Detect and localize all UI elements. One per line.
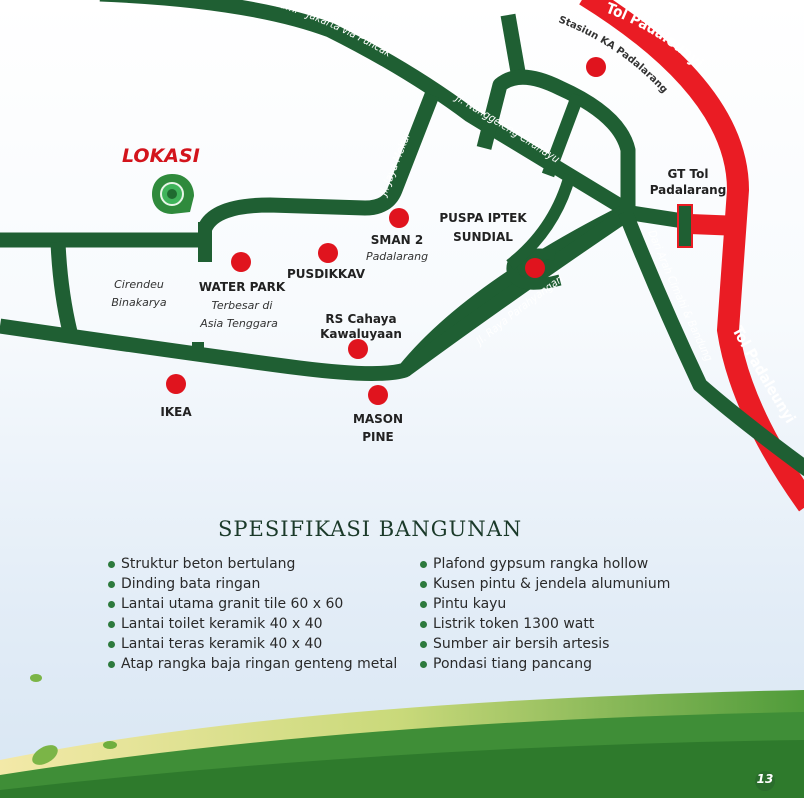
poi-puspa[interactable] bbox=[525, 258, 545, 278]
label-puspa-2: SUNDIAL bbox=[453, 230, 513, 244]
road-sukabumi bbox=[99, 0, 634, 219]
label-waterpark-sub1: Terbesar di bbox=[212, 299, 273, 312]
spec-item: Plafond gypsum rangka hollow bbox=[420, 554, 670, 574]
spec-item: Lantai toilet keramik 40 x 40 bbox=[108, 614, 397, 634]
poi-mason[interactable] bbox=[368, 385, 388, 405]
spec-item: Sumber air bersih artesis bbox=[420, 634, 670, 654]
label-mason-1: MASON bbox=[353, 412, 403, 426]
road-parahyangan bbox=[400, 208, 630, 377]
label-sman-sub: Padalarang bbox=[366, 250, 428, 263]
label-waterpark-sub2: Asia Tenggara bbox=[199, 317, 278, 330]
spec-item: Lantai utama granit tile 60 x 60 bbox=[108, 594, 397, 614]
road-jaya-mekar bbox=[198, 92, 439, 232]
spec-list-right: Plafond gypsum rangka hollow Kusen pintu… bbox=[420, 554, 670, 674]
spec-item: Listrik token 1300 watt bbox=[420, 614, 670, 634]
grass-decoration bbox=[0, 674, 804, 798]
gt-tol-gate bbox=[677, 204, 693, 248]
road-label-tol-top: Tol Padaleunyi bbox=[604, 0, 708, 72]
poi-pusdikkav[interactable] bbox=[318, 243, 338, 263]
spec-item: Lantai teras keramik 40 x 40 bbox=[108, 634, 397, 654]
label-puspa-1: PUSPA IPTEK bbox=[439, 211, 527, 225]
toll-road bbox=[579, 0, 804, 512]
page-number-badge bbox=[755, 771, 775, 791]
label-cirendeu-1: Cirendeu bbox=[114, 278, 164, 291]
road-north-grid bbox=[476, 69, 636, 212]
road-connector-mid bbox=[506, 173, 576, 270]
label-cirendeu-2: Binakarya bbox=[111, 296, 166, 309]
label-rs-2: Kawaluyaan bbox=[320, 327, 402, 341]
road-cirendeu bbox=[50, 241, 78, 334]
poi-sman2[interactable] bbox=[389, 208, 409, 228]
label-waterpark: WATER PARK bbox=[199, 280, 286, 294]
road-cimahi bbox=[618, 209, 804, 477]
poi-rs[interactable] bbox=[348, 339, 368, 359]
spesifikasi-title: SPESIFIKASI BANGUNAN bbox=[218, 517, 523, 541]
label-mason-2: PINE bbox=[362, 430, 394, 444]
poi-ikea[interactable] bbox=[166, 374, 186, 394]
poi-stasiun[interactable] bbox=[586, 57, 606, 77]
road-network bbox=[0, 0, 804, 477]
label-sman: SMAN 2 bbox=[371, 233, 423, 247]
toll-connector bbox=[689, 214, 741, 236]
road-loop bbox=[506, 248, 562, 290]
label-pusdikkav: PUSDIKKAV bbox=[287, 267, 366, 281]
lokasi-label: LOKASI bbox=[122, 145, 200, 167]
spec-item: Atap rangka baja ringan genteng metal bbox=[108, 654, 397, 674]
road-label-nanggeleng: Jl. Nanggeleng Cirahayu bbox=[452, 90, 562, 165]
spec-item: Kusen pintu & jendela alumunium bbox=[420, 574, 670, 594]
poi-waterpark[interactable] bbox=[231, 252, 251, 272]
poi-markers bbox=[166, 57, 606, 405]
page-number: 13 bbox=[756, 772, 774, 786]
label-gt-tol-1: GT Tol bbox=[668, 167, 709, 181]
lokasi-pin-icon[interactable] bbox=[152, 174, 194, 214]
spec-item: Pintu kayu bbox=[420, 594, 670, 614]
spec-item: Dinding bata ringan bbox=[108, 574, 397, 594]
spec-list-left: Struktur beton bertulang Dinding bata ri… bbox=[108, 554, 397, 674]
label-ikea: IKEA bbox=[160, 405, 192, 419]
label-rs-1: RS Cahaya bbox=[325, 312, 396, 326]
road-north bbox=[500, 13, 526, 74]
svg-text:Jl. Nanggeleng Cirahayu: Jl. Nanggeleng Cirahayu bbox=[452, 90, 562, 165]
svg-text:Tol Padaleunyi: Tol Padaleunyi bbox=[604, 0, 708, 72]
road-bottom bbox=[0, 205, 629, 382]
road-north-grid2 bbox=[541, 92, 585, 178]
spec-item: Struktur beton bertulang bbox=[108, 554, 397, 574]
spec-item: Pondasi tiang pancang bbox=[420, 654, 670, 674]
label-gt-tol-2: Padalarang bbox=[650, 183, 727, 197]
